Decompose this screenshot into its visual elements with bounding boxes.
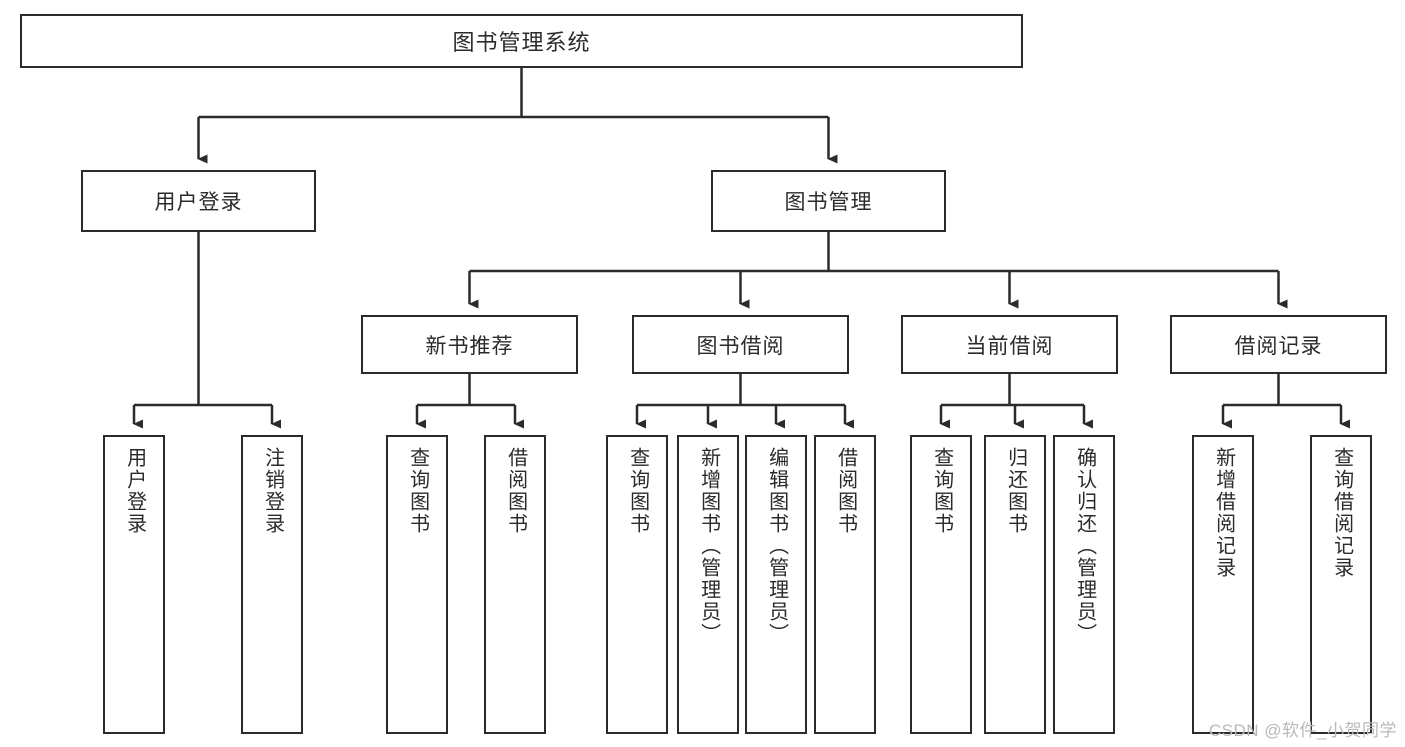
node-leaf-10-确认归还管理员[interactable]: 确认归还（管理员） [1053,435,1115,734]
node-label: 用户登录 [123,447,146,535]
node-root-图书管理系统[interactable]: 图书管理系统 [20,14,1023,68]
node-leaf-1-注销登录[interactable]: 注销登录 [241,435,303,734]
node-l3-新书推荐[interactable]: 新书推荐 [361,315,578,374]
node-leaf-9-归还图书[interactable]: 归还图书 [984,435,1046,734]
node-label: 查询图书 [626,447,649,535]
node-label: 查询图书 [930,447,953,535]
node-l3-图书借阅[interactable]: 图书借阅 [632,315,849,374]
node-l2-图书管理[interactable]: 图书管理 [711,170,946,232]
node-label: 注销登录 [261,447,284,535]
node-l3-借阅记录[interactable]: 借阅记录 [1170,315,1387,374]
node-l2-用户登录[interactable]: 用户登录 [81,170,316,232]
node-label: 借阅图书 [834,447,857,535]
node-label: 当前借阅 [965,334,1054,358]
node-leaf-3-借阅图书[interactable]: 借阅图书 [484,435,546,734]
node-label: 借阅图书 [504,447,527,535]
node-leaf-5-新增图书管理员[interactable]: 新增图书（管理员） [677,435,739,734]
node-leaf-8-查询图书[interactable]: 查询图书 [910,435,972,734]
node-label: 新书推荐 [425,334,514,358]
node-label: 归还图书 [1004,447,1027,535]
node-label: 新增图书（管理员） [697,447,720,645]
node-label: 用户登录 [154,191,243,214]
node-leaf-7-借阅图书[interactable]: 借阅图书 [814,435,876,734]
node-label: 编辑图书（管理员） [765,447,788,645]
node-label: 查询图书 [406,447,429,535]
node-leaf-2-查询图书[interactable]: 查询图书 [386,435,448,734]
node-label: 新增借阅记录 [1212,447,1235,579]
node-label: 确认归还（管理员） [1073,447,1096,645]
node-leaf-11-新增借阅记录[interactable]: 新增借阅记录 [1192,435,1254,734]
node-label: 图书管理 [784,191,873,214]
node-label: 图书借阅 [696,334,785,358]
node-leaf-6-编辑图书管理员[interactable]: 编辑图书（管理员） [745,435,807,734]
node-l3-当前借阅[interactable]: 当前借阅 [901,315,1118,374]
node-leaf-4-查询图书[interactable]: 查询图书 [606,435,668,734]
node-label: 查询借阅记录 [1330,447,1353,579]
node-label: 借阅记录 [1234,334,1323,358]
node-leaf-12-查询借阅记录[interactable]: 查询借阅记录 [1310,435,1372,734]
node-label: 图书管理系统 [452,30,591,55]
node-leaf-0-用户登录[interactable]: 用户登录 [103,435,165,734]
